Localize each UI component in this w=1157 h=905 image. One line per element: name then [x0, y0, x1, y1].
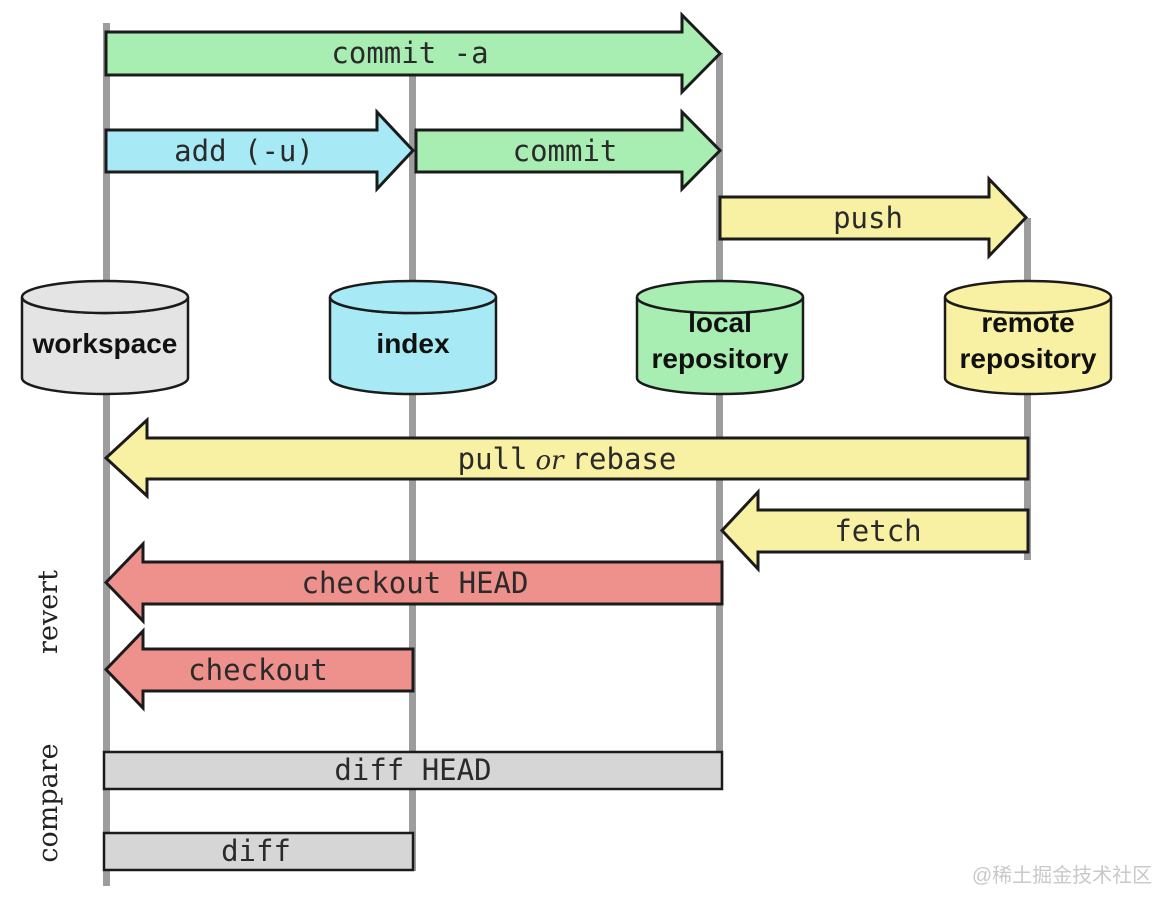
cylinder-index: index — [328, 279, 498, 396]
pull-part: pull — [458, 442, 528, 476]
arrow-fetch-label: fetch — [834, 514, 921, 548]
local-repository-label-line1: local — [688, 307, 752, 338]
arrow-commit-a-label: commit -a — [331, 36, 488, 70]
arrow-push-shape — [718, 175, 1029, 260]
bar-diff-head-shape — [102, 750, 724, 791]
cylinder-remote-repository: remote repository — [943, 279, 1113, 396]
arrow-checkout: checkout — [103, 627, 415, 712]
arrow-checkout-shape — [103, 627, 415, 712]
arrow-commit-label: commit — [513, 134, 618, 168]
arrow-pull-or-rebase-shape — [103, 416, 1030, 500]
arrow-checkout-head-label: checkout HEAD — [302, 566, 529, 600]
index-label: index — [376, 328, 450, 359]
local-repository-lifeline — [716, 53, 723, 790]
arrow-commit: commit — [414, 108, 723, 193]
arrow-fetch: fetch — [719, 488, 1030, 573]
cylinder-local-repository: local repository — [635, 279, 805, 396]
cylinder-remote-repository-rim — [943, 279, 1113, 315]
arrow-commit-a-shape — [104, 11, 723, 96]
workspace-lifeline — [103, 23, 110, 886]
watermark-text: @稀土掘金技术社区 — [972, 864, 1152, 887]
arrow-checkout-head: checkout HEAD — [103, 540, 724, 625]
arrow-commit-a: commit -a — [104, 11, 723, 96]
bar-diff-head-label: diff HEAD — [334, 753, 491, 787]
arrow-add-u: add (-u) — [104, 108, 416, 193]
arrow-push-label: push — [833, 201, 903, 235]
bar-diff: diff — [102, 831, 415, 872]
arrow-fetch-shape — [719, 488, 1030, 573]
rebase-part: rebase — [572, 442, 677, 476]
arrow-commit-shape — [414, 108, 723, 193]
or-part: or — [535, 446, 565, 476]
cylinder-index-rim — [328, 279, 498, 315]
bar-diff-shape — [102, 831, 415, 872]
arrow-checkout-label: checkout — [188, 653, 328, 687]
remote-repository-label-line2: repository — [960, 343, 1097, 374]
remote-repository-label-line1: remote — [981, 307, 1074, 338]
arrow-push: push — [718, 175, 1029, 260]
cylinder-workspace: workspace — [20, 279, 190, 396]
cylinder-local-repository-rim — [635, 279, 805, 315]
compare-section-label: compare — [33, 743, 64, 862]
arrow-add-u-shape — [104, 108, 416, 193]
bar-diff-head: diff HEAD — [102, 750, 724, 791]
arrow-checkout-head-shape — [103, 540, 724, 625]
revert-section-label: revert — [33, 570, 64, 654]
bar-diff-label: diff — [221, 834, 291, 868]
cylinder-workspace-rim — [20, 279, 190, 315]
arrow-add-u-label: add (-u) — [174, 134, 314, 168]
local-repository-label-line2: repository — [652, 343, 789, 374]
workspace-label: workspace — [32, 328, 178, 359]
